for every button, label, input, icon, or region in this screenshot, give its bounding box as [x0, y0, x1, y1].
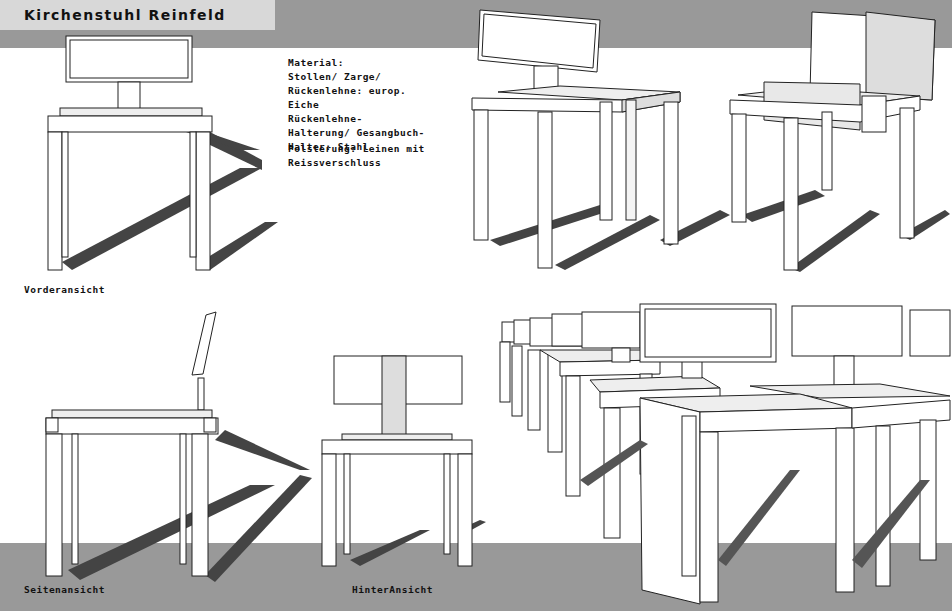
view-label: Seitenansicht	[24, 584, 105, 595]
material-note: Polsterung: Leinen mit Reissverschluss	[288, 142, 428, 170]
material-note: Material:	[288, 56, 428, 70]
bottom-band	[0, 543, 952, 611]
view-label: Vorderansicht	[24, 284, 105, 295]
view-label: HinterAnsicht	[352, 584, 433, 595]
material-note: Stollen/ Zarge/ Rückenlehne: europ. Eich…	[288, 70, 428, 112]
sheet-title: Kirchenstuhl Reinfeld	[24, 7, 226, 23]
